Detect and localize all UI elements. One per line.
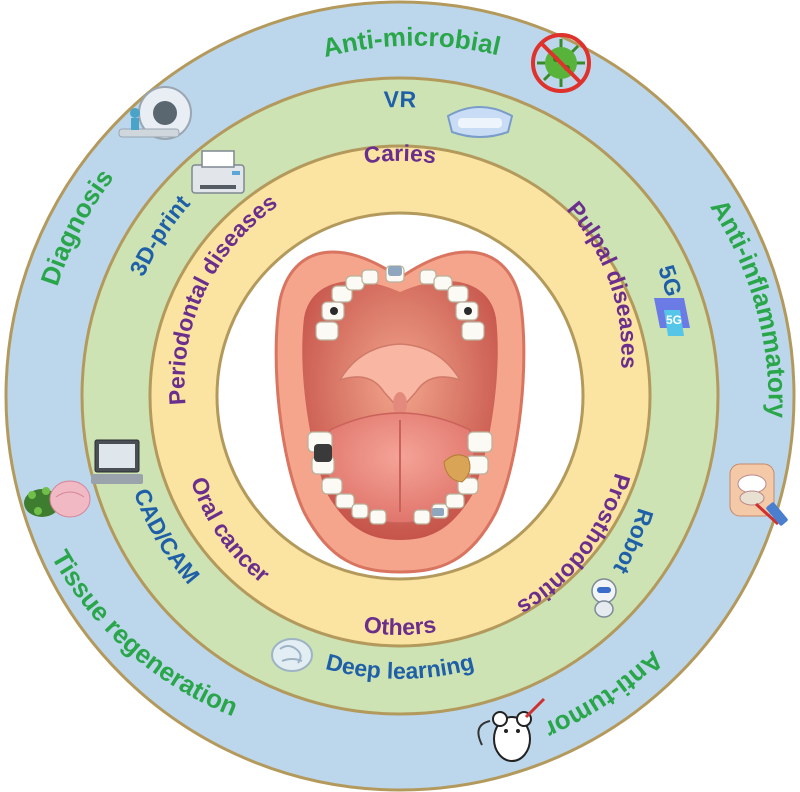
caries-spot-upper [330, 307, 338, 315]
lower-teeth [307, 431, 493, 525]
computer-icon [91, 439, 143, 484]
open-mouth-illustration [274, 250, 526, 574]
metal-crown [388, 266, 402, 276]
lower-metal-crown [432, 508, 444, 516]
oral-lesion [443, 454, 471, 483]
uvula [393, 392, 407, 416]
5g-icon: 5G [654, 298, 690, 336]
caries-spot-upper-right [464, 307, 472, 315]
robot-icon [591, 578, 617, 618]
middle-label-vr: VR [383, 86, 417, 112]
printer-icon [191, 150, 245, 194]
soft-palate [338, 343, 462, 412]
vr-headset-icon [446, 106, 514, 138]
lab-mouse-icon [477, 697, 546, 762]
virus-prohibited-icon [531, 33, 591, 93]
brain-icon [271, 638, 313, 672]
mri-scanner-icon [118, 86, 192, 140]
knee-joint-icon [729, 463, 788, 526]
inner-label-others: Others [362, 611, 437, 640]
svg-text:5G: 5G [666, 313, 682, 327]
tissue-scaffold-icon [24, 480, 91, 518]
inner-label-caries: Caries [362, 140, 438, 169]
decayed-tooth [314, 444, 332, 462]
